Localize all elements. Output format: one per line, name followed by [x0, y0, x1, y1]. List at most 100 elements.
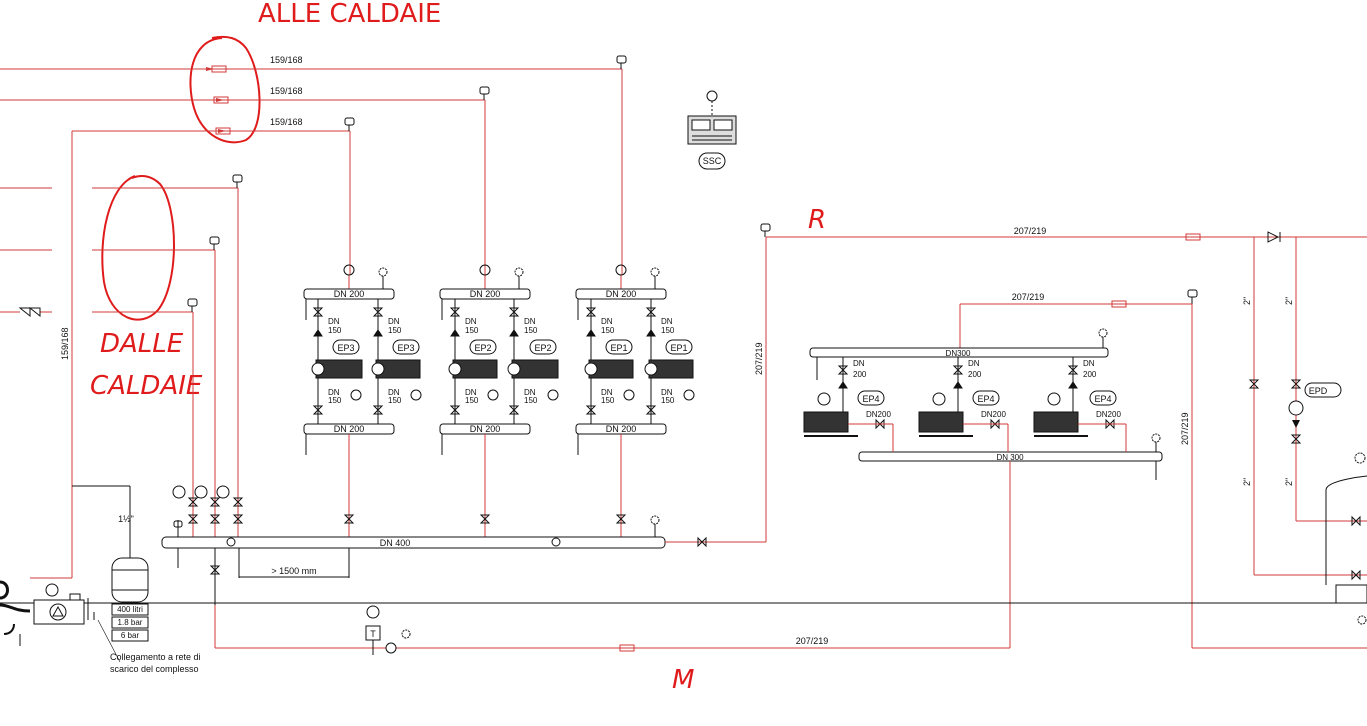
svg-text:150: 150: [524, 326, 538, 335]
svg-text:DN: DN: [524, 388, 536, 397]
pipe-label-207-m: 207/219: [796, 636, 829, 646]
pump-tags: [332, 339, 693, 355]
pump-tag-ep1-b: EP1: [670, 343, 687, 353]
annotation-dalle: DALLE: [100, 329, 184, 359]
tank-pressure-2: 6 bar: [121, 631, 140, 640]
pipe-label-one-half: 1½": [118, 514, 134, 524]
header-label-dn200-bot-3: DN 200: [606, 424, 637, 434]
pipe-label-207-r: 207/219: [1014, 226, 1047, 236]
pump-tag-ep2-a: EP2: [474, 343, 491, 353]
header-label-dn200-bot-2: DN 200: [470, 424, 501, 434]
svg-text:150: 150: [388, 326, 402, 335]
svg-text:200: 200: [968, 370, 982, 379]
pump-tag-ep4-a: EP4: [862, 394, 879, 404]
svg-text:150: 150: [524, 396, 538, 405]
svg-text:DN: DN: [465, 388, 477, 397]
annotation-circle-top: [189, 35, 261, 144]
annotation-circle-left: [101, 175, 175, 321]
pipe-label-159-vertical: 159/168: [60, 327, 70, 360]
fill-pump-unit: [0, 580, 95, 646]
dn400-inlet-valves: [172, 485, 660, 605]
svg-text:150: 150: [388, 396, 402, 405]
header-dn400: [161, 536, 666, 549]
svg-text:DN200: DN200: [981, 410, 1006, 419]
svg-text:DN: DN: [388, 388, 400, 397]
distance-dimension: [238, 548, 350, 578]
probe-icons: [187, 55, 1198, 312]
pipe-label-159-1: 159/168: [270, 55, 303, 65]
tank-volume: 400 litri: [117, 605, 143, 614]
svg-text:150: 150: [661, 326, 675, 335]
annotation-m: M: [672, 665, 694, 695]
pipe-label-two-4: 2": [1284, 478, 1294, 486]
svg-text:DN: DN: [661, 388, 673, 397]
svg-text:150: 150: [465, 326, 479, 335]
pump-tag-ep1-a: EP1: [610, 343, 627, 353]
expansion-tank: [72, 485, 149, 663]
svg-text:DN: DN: [968, 359, 980, 368]
svg-text:DN: DN: [601, 388, 613, 397]
pipe-label-159-2: 159/168: [270, 86, 303, 96]
header-dn200-top-2: [439, 288, 531, 300]
svg-text:DN: DN: [853, 359, 865, 368]
ssc-controller: [687, 90, 737, 170]
thermostat: [365, 605, 411, 655]
note-line-1: Collegamento a rete di: [110, 652, 201, 662]
svg-text:150: 150: [601, 326, 615, 335]
header-label-dn200-top-3: DN 200: [606, 289, 637, 299]
svg-text:200: 200: [1083, 370, 1097, 379]
pipe-label-207-v1: 207/219: [754, 342, 764, 375]
pipe-label-207-v2: 207/219: [1180, 412, 1190, 445]
svg-text:DN200: DN200: [1096, 410, 1121, 419]
svg-text:DN: DN: [1083, 359, 1095, 368]
pipe-label-two-2: 2": [1284, 297, 1294, 305]
pump-tag-ep4-c: EP4: [1094, 394, 1111, 404]
thermostat-label: T: [370, 629, 376, 639]
boiler-return-lines: [0, 187, 239, 540]
header-label-dn200-top-1: DN 200: [334, 289, 365, 299]
ep4-tags: [857, 390, 1117, 406]
header-label-dn300-bot: DN 300: [996, 453, 1024, 462]
tank-pressure-1: 1.8 bar: [118, 618, 143, 627]
header-label-dn200-bot-1: DN 200: [334, 424, 365, 434]
svg-text:DN200: DN200: [866, 410, 891, 419]
svg-text:150: 150: [601, 396, 615, 405]
pump-tag-epd: EPD: [1309, 386, 1328, 396]
svg-text:150: 150: [465, 396, 479, 405]
svg-text:150: 150: [661, 396, 675, 405]
svg-text:150: 150: [328, 326, 342, 335]
pump-tag-ep4-b: EP4: [977, 394, 994, 404]
ep4-dn-labels: DN200 DN200 DN200 DN200 DN200 DN200: [853, 359, 1121, 419]
svg-text:DN: DN: [524, 317, 536, 326]
annotation-alle-caldaie: ALLE CALDAIE: [258, 0, 441, 29]
pipe-label-two-3: 2": [1242, 478, 1252, 486]
ep4-pumps: [803, 328, 1161, 480]
svg-text:150: 150: [328, 396, 342, 405]
svg-text:DN: DN: [601, 317, 613, 326]
header-dn200-top-3: [575, 288, 667, 300]
header-label-dn400: DN 400: [380, 538, 411, 548]
pipe-label-159-3: 159/168: [270, 117, 303, 127]
pipe-label-207-mid: 207/219: [1012, 292, 1045, 302]
ssc-label: SSC: [703, 156, 722, 166]
annotation-r: R: [808, 205, 826, 235]
pump-tag-ep2-b: EP2: [534, 343, 551, 353]
header-label-dn200-top-2: DN 200: [470, 289, 501, 299]
pump-tag-ep3-b: EP3: [397, 343, 414, 353]
epd-circuit: [1248, 237, 1367, 625]
pipe-label-two-1: 2": [1242, 297, 1252, 305]
svg-text:DN: DN: [328, 317, 340, 326]
pump-tag-ep3-a: EP3: [337, 343, 354, 353]
note-line-2: scarico del complesso: [110, 664, 199, 674]
header-label-dn300-top: DN300: [946, 349, 971, 358]
svg-text:DN: DN: [328, 388, 340, 397]
header-dn200-top-1: [303, 288, 395, 300]
svg-text:200: 200: [853, 370, 867, 379]
distance-label: > 1500 mm: [271, 566, 316, 576]
boiler-supply-lines: [0, 65, 623, 579]
svg-text:DN: DN: [465, 317, 477, 326]
svg-text:DN: DN: [388, 317, 400, 326]
